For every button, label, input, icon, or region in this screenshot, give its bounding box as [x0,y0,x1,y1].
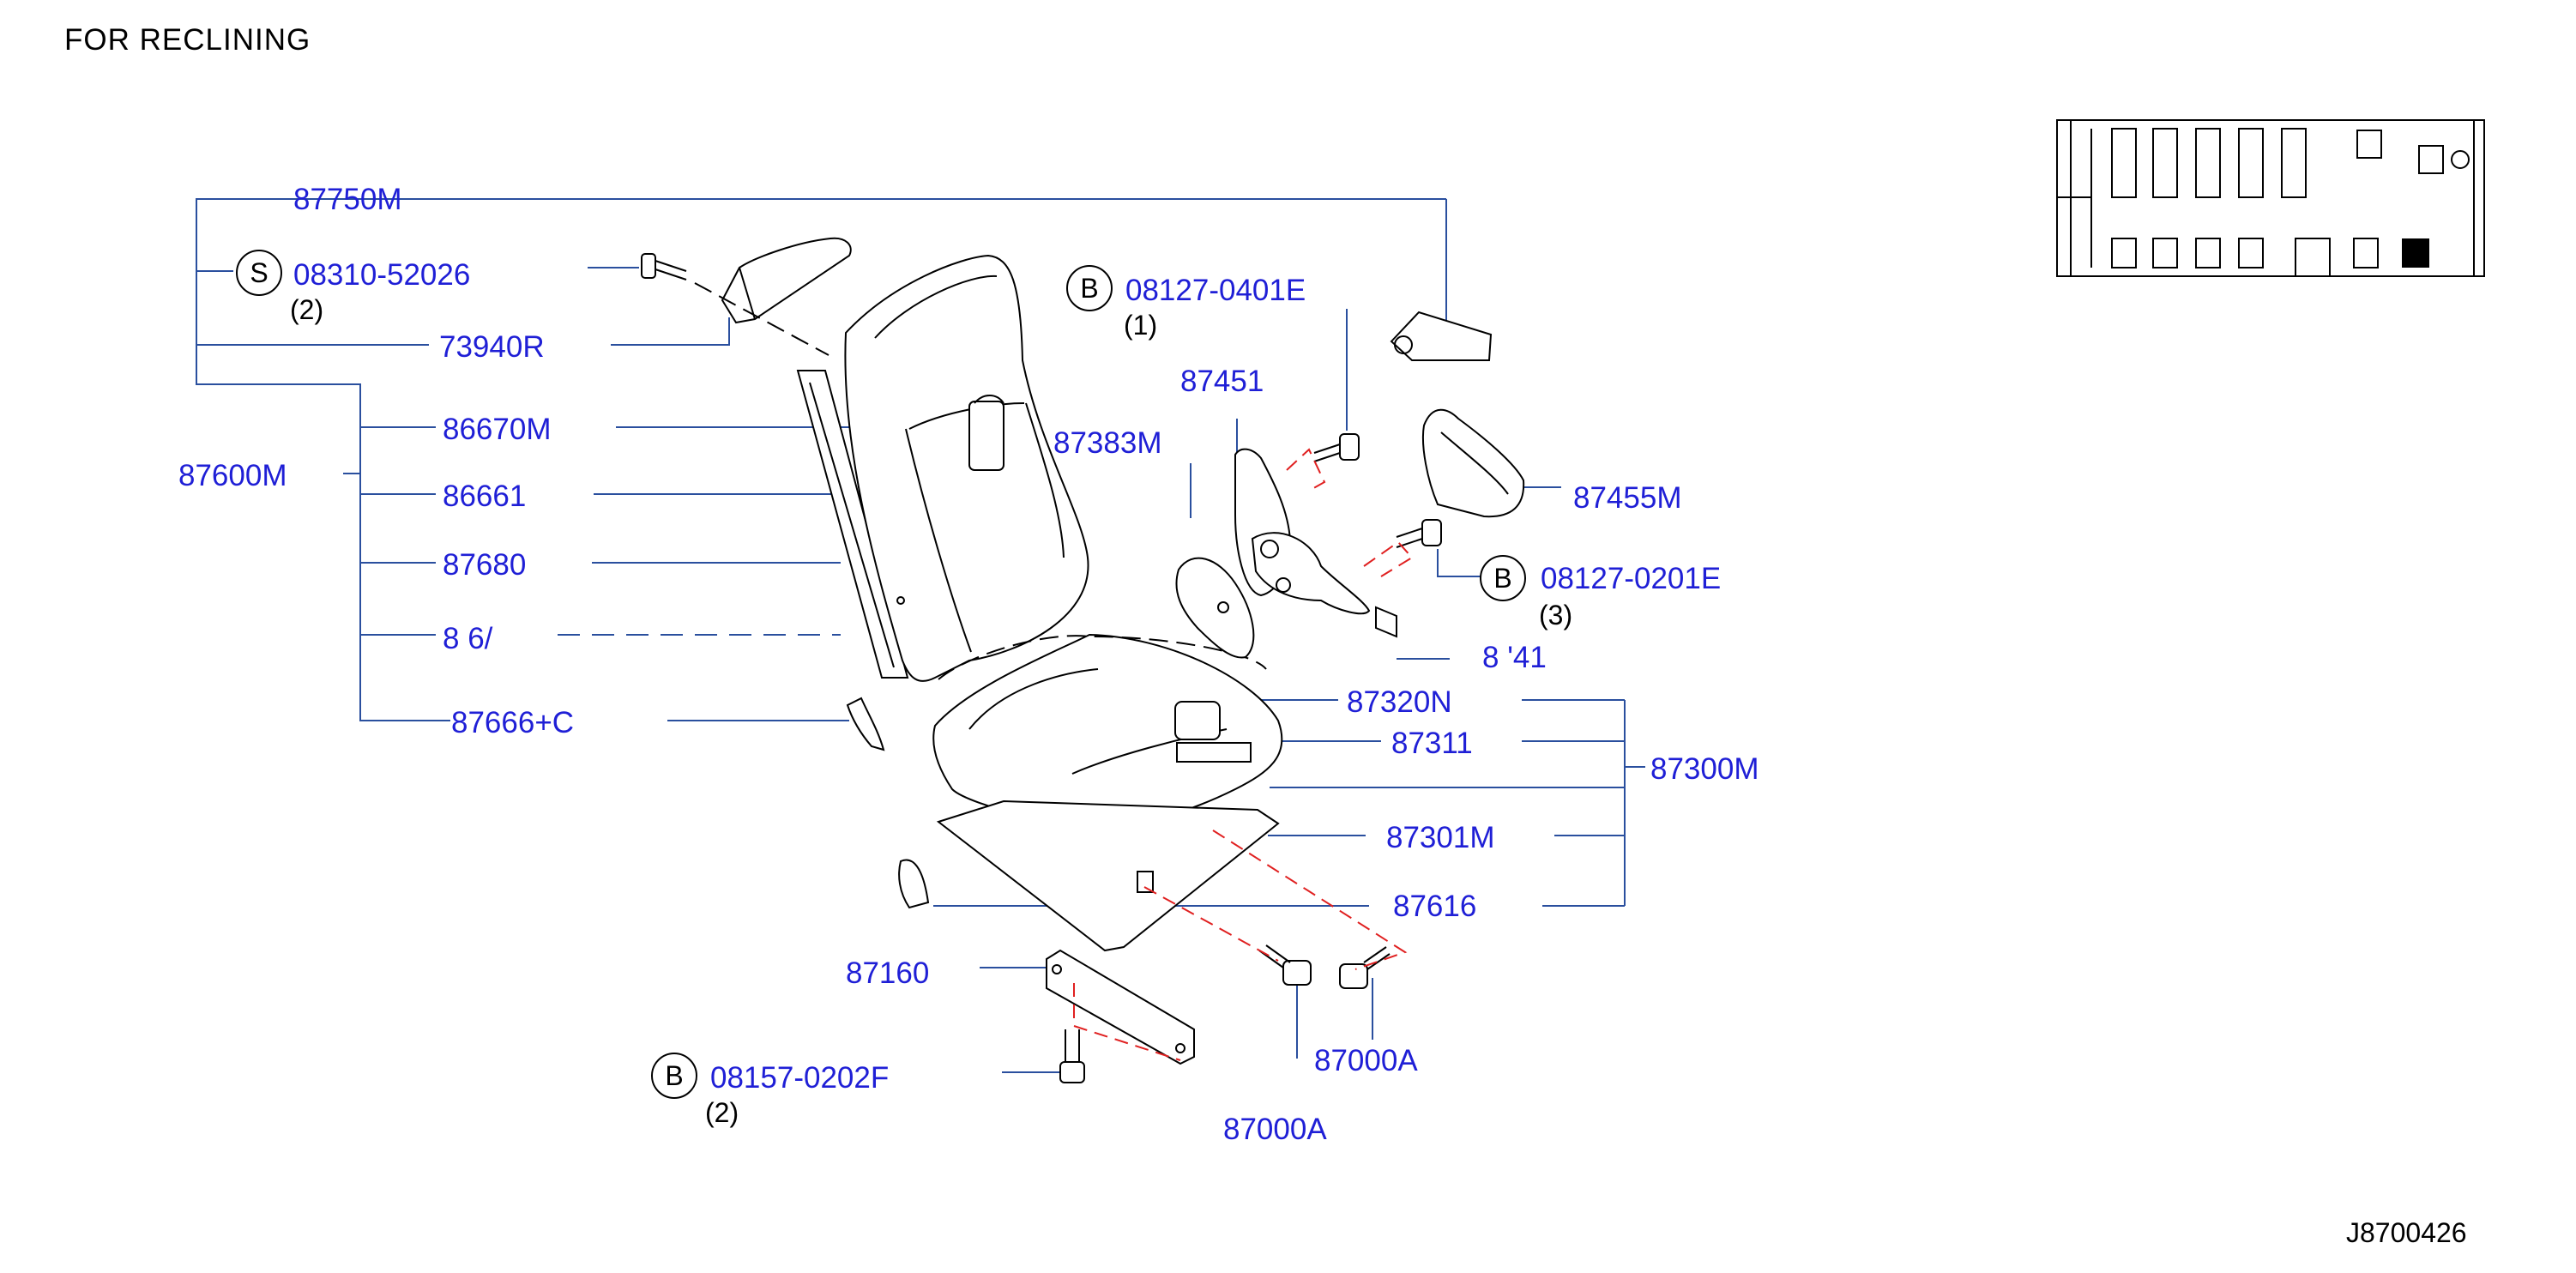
label-87666C: 87666+C [451,706,574,739]
part-labels: 87750M 08310-52026 (2) 73940R 87600M 866… [178,183,1759,1146]
label-87455M: 87455M [1573,481,1681,515]
seat-side-cover [846,697,885,751]
label-86670M: 86670M [443,413,551,446]
index-highlight-cell [2402,238,2429,268]
seatback-cushion [844,254,1089,682]
label-87320N: 87320N [1347,685,1452,719]
index-thumbnail [2056,119,2485,277]
seat-cushion [932,633,1283,830]
diagram-header: FOR RECLINING [64,23,311,57]
qty-08157-0202F: (2) [705,1097,739,1128]
qty-08310-52026: (2) [290,294,323,325]
label-876xx-partial: 8 6/ [443,622,493,655]
seat-bolt-trace-left [1143,886,1279,962]
headrest-guide [968,395,1004,471]
seatback-frame [796,370,909,679]
label-87000A-lower: 87000A [1223,1113,1327,1146]
label-86661: 86661 [443,480,526,513]
svg-text:B: B [1493,563,1511,594]
armrest [1390,311,1493,361]
seat-pan [936,799,1280,952]
label-87680: 87680 [443,548,526,582]
label-87300M: 87300M [1650,752,1759,786]
grab-handle [721,237,852,324]
recliner-bolt-lower [1396,519,1442,548]
seat-bolt-right [1339,946,1391,989]
label-87451: 87451 [1180,365,1264,398]
seat-bolt-trace-right [1212,830,1408,970]
label-87000A-right: 87000A [1314,1044,1418,1077]
label-08127-0201E: 08127-0201E [1541,562,1721,595]
mounting-bracket [1046,949,1195,1065]
label-87301M: 87301M [1386,821,1494,854]
label-08310-52026: 08310-52026 [293,258,470,292]
recliner-knob [1375,606,1397,638]
handle-screw [641,253,687,281]
recliner-bolt-upper [1313,433,1360,462]
seat-bolt-left [1258,944,1312,986]
qty-08127-0401E: (1) [1124,310,1157,341]
bolt-symbol-08157-0202F: B [651,1053,697,1099]
label-87750M: 87750M [293,183,401,216]
screw-symbol-08310: S [236,250,282,296]
label-08157-0202F: 08157-0202F [710,1061,889,1095]
qty-08127-0201E: (3) [1539,600,1572,630]
label-87383M: 87383M [1053,426,1161,460]
label-87311: 87311 [1391,727,1473,760]
svg-text:B: B [665,1060,683,1091]
recliner-mechanism [1251,532,1371,615]
bracket-bolt-trace [1073,983,1181,1061]
headrest-bushing [1174,701,1252,763]
label-87160: 87160 [846,956,929,990]
handle-dash-line [694,282,830,356]
label-87600M: 87600M [178,459,287,492]
seat-trim-cover [898,859,930,909]
bolt-symbol-08127-0201E: B [1480,555,1526,601]
bolt-trace-lower [1363,540,1414,577]
svg-text:S: S [250,257,268,288]
armrest-pad [1421,408,1525,518]
svg-text:B: B [1080,273,1098,304]
bolt-trace-upper [1286,448,1326,492]
label-73940R: 73940R [439,330,545,364]
recliner-cover [1175,557,1255,659]
label-08127-0401E: 08127-0401E [1125,274,1306,307]
bolt-symbol-08127-0401E: B [1066,265,1113,311]
drawing-id: J8700426 [2346,1217,2467,1248]
label-87616: 87616 [1393,890,1476,923]
bracket-bolt [1059,1029,1085,1083]
leader-lines [196,198,1645,1073]
label-874xx-partial: 8 '41 [1482,641,1547,674]
